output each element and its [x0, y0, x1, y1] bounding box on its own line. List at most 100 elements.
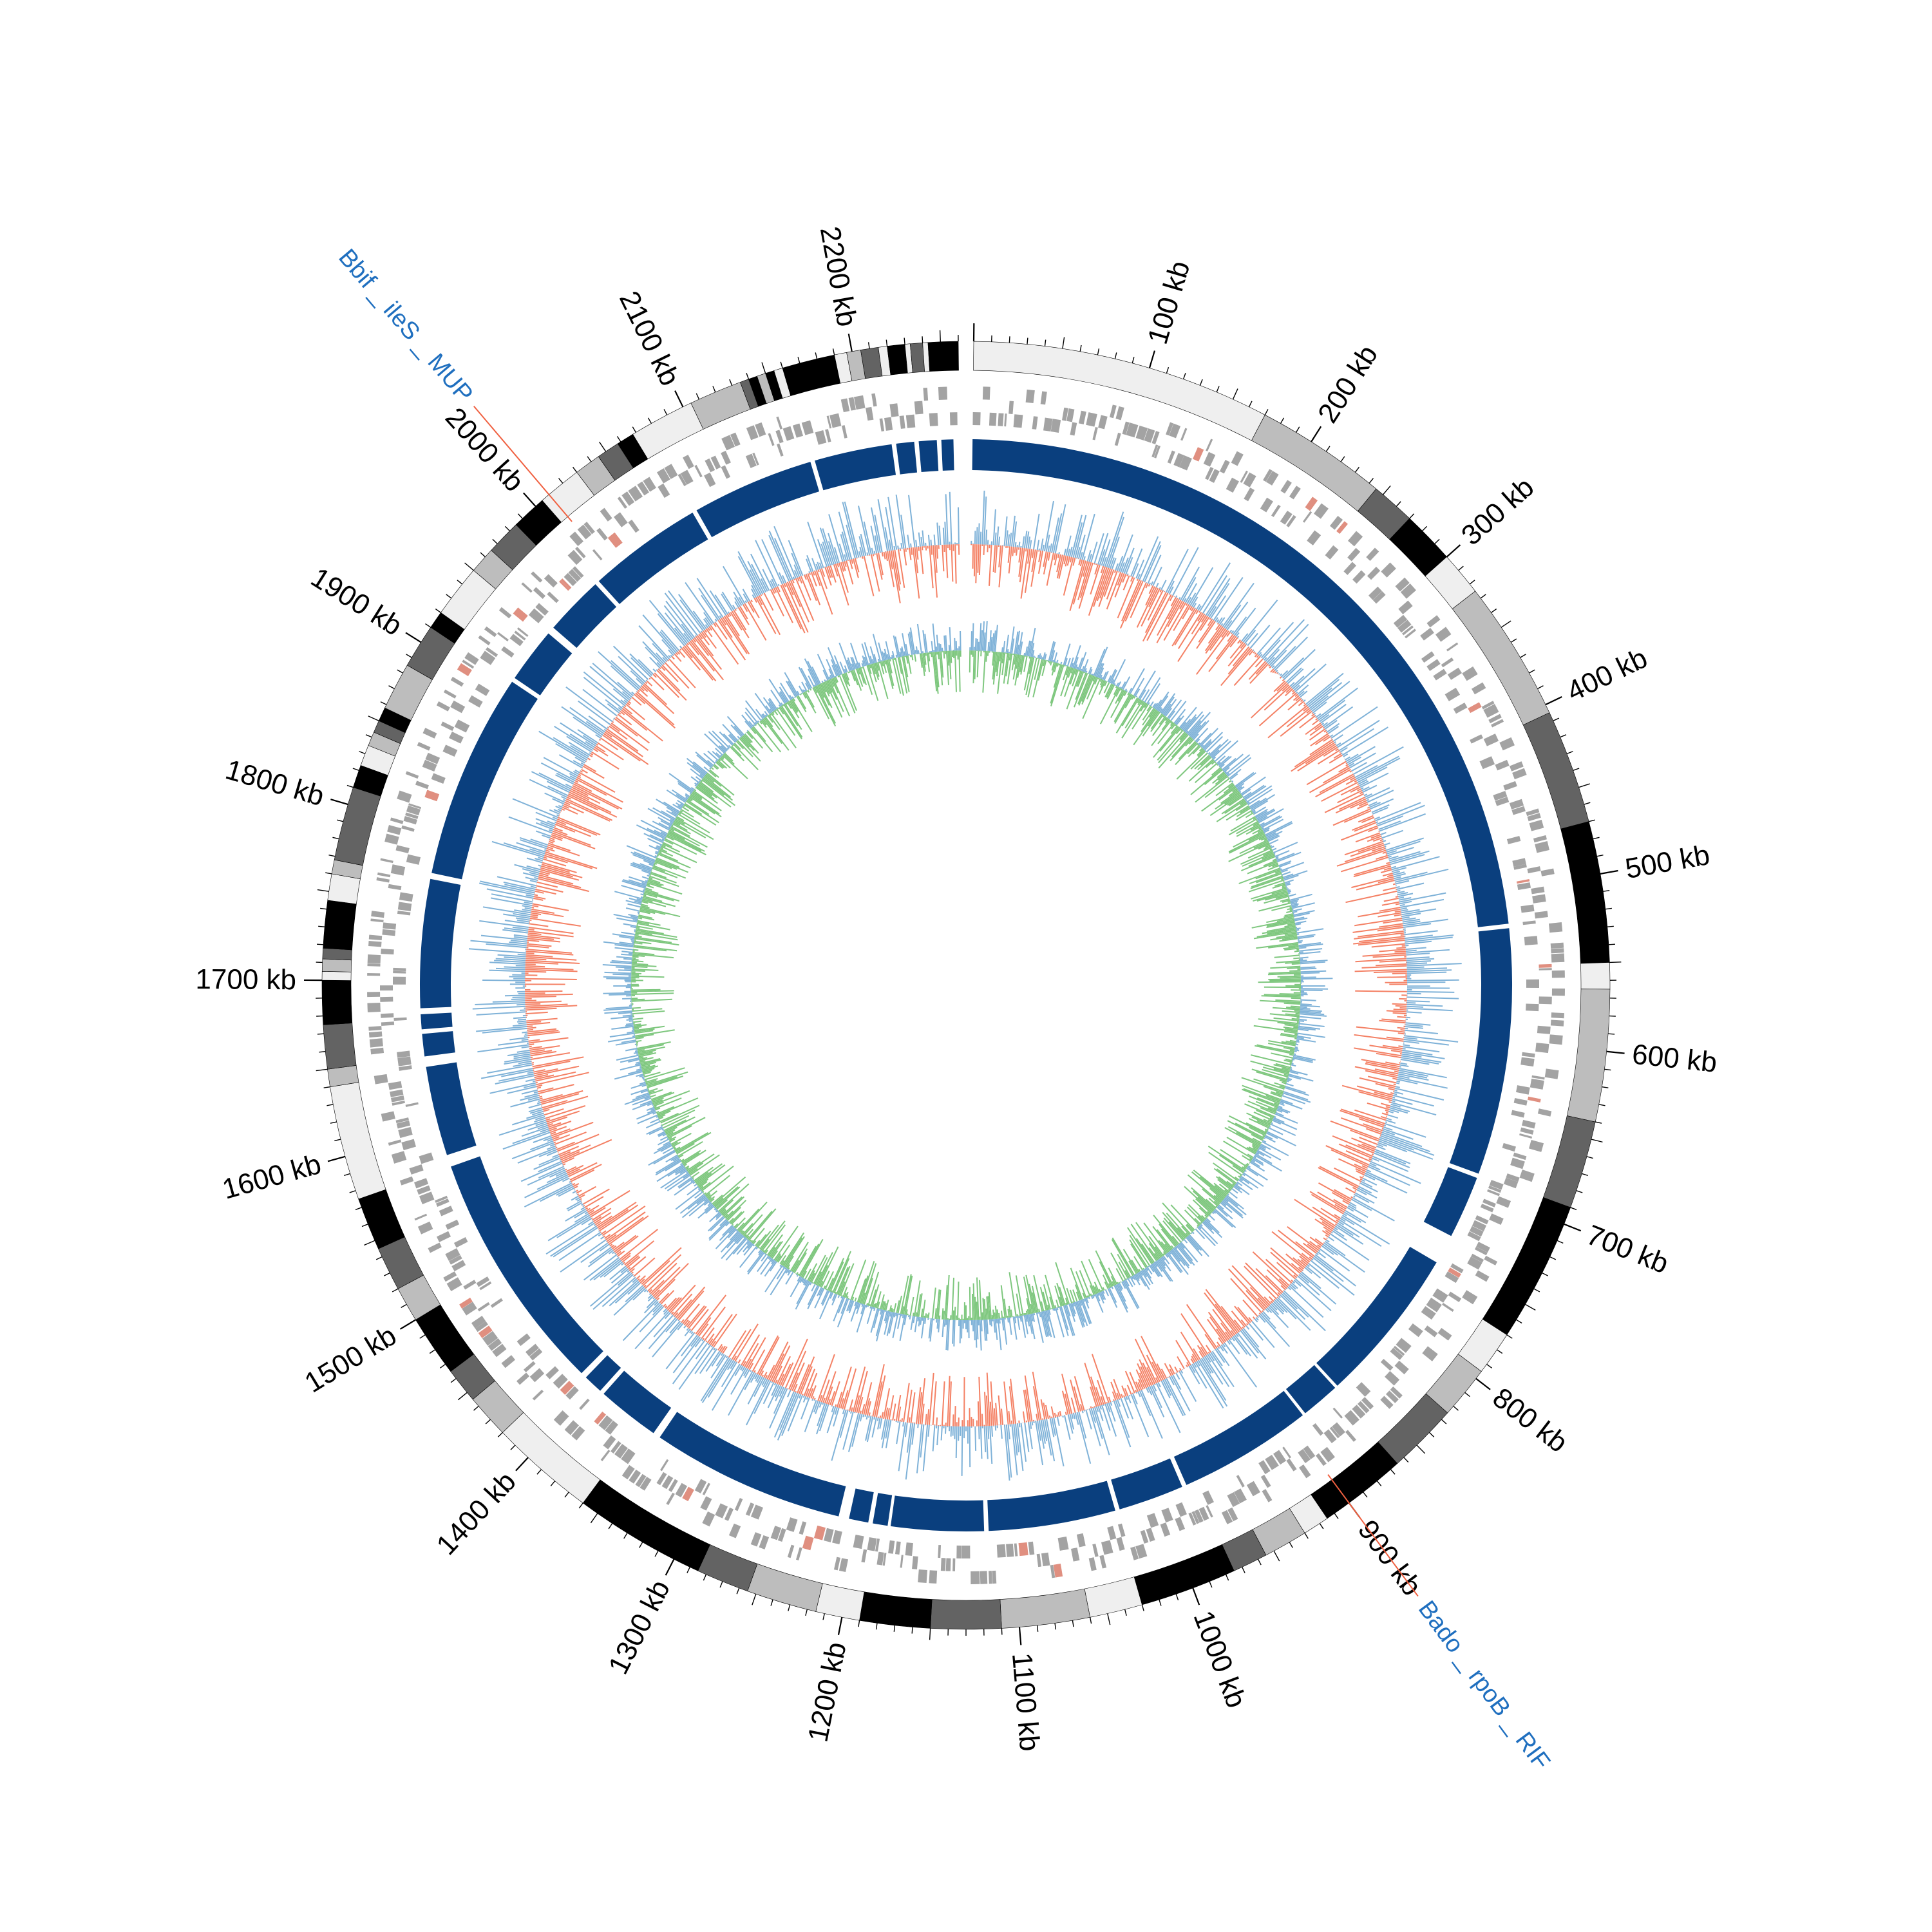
- track-bar: [665, 612, 690, 643]
- track-bar: [954, 544, 957, 584]
- track-bar: [1316, 713, 1321, 718]
- block-track: [420, 439, 1513, 1531]
- track-bar: [755, 1374, 760, 1382]
- track-bar: [1037, 551, 1044, 574]
- track-bar: [494, 960, 526, 963]
- track-bar: [1202, 575, 1227, 614]
- track-bar: [979, 623, 982, 651]
- track-bar: [638, 625, 670, 659]
- gene-feature: [1154, 445, 1161, 459]
- track-bar: [754, 1374, 759, 1379]
- minor-tick: [929, 1628, 931, 1640]
- gene-feature: [867, 1537, 877, 1551]
- track-bar: [1299, 948, 1323, 952]
- gene-feature: [1493, 791, 1508, 801]
- track-bar: [1175, 742, 1197, 765]
- track-bar: [1299, 715, 1316, 729]
- track-bar: [602, 1205, 646, 1236]
- track-bar: [540, 762, 576, 782]
- track-bar: [1400, 1062, 1408, 1065]
- track-bar: [1311, 681, 1350, 712]
- track-bar: [1121, 1385, 1127, 1397]
- track-bar: [1227, 644, 1247, 667]
- track-bar: [1016, 547, 1018, 556]
- track-bar: [1117, 690, 1125, 702]
- track-bar: [1030, 549, 1038, 587]
- track-bar: [1256, 627, 1281, 655]
- track-bar: [1269, 623, 1309, 666]
- track-bar: [1367, 1075, 1397, 1084]
- track-bar: [815, 570, 833, 615]
- track-bar: [1202, 741, 1212, 750]
- track-bar: [576, 1198, 581, 1202]
- track-bar: [1395, 896, 1399, 898]
- track-bar: [1248, 1323, 1264, 1341]
- track-bar: [525, 969, 578, 972]
- track-bar: [1284, 924, 1296, 928]
- track-bar: [683, 632, 691, 642]
- track-bar: [975, 544, 978, 583]
- track-bar: [755, 540, 779, 587]
- track-bar: [502, 1132, 551, 1150]
- track-bar: [639, 1306, 665, 1332]
- track-bar: [1076, 547, 1081, 559]
- track-bar: [773, 526, 797, 579]
- track-bar: [1204, 626, 1224, 652]
- track-bar: [577, 1193, 580, 1195]
- gene-feature: [571, 1426, 585, 1441]
- track-bar: [489, 961, 526, 965]
- track-bar: [1112, 659, 1126, 685]
- track-bar: [1277, 1297, 1311, 1331]
- track-bar: [1283, 1059, 1293, 1063]
- track-bar: [1046, 553, 1054, 586]
- track-bar: [819, 1401, 822, 1408]
- gene-feature: [1422, 1346, 1438, 1361]
- track-bar: [969, 1426, 971, 1468]
- track-bar: [1394, 951, 1406, 953]
- track-bar: [1115, 686, 1117, 688]
- track-bar: [1351, 876, 1394, 889]
- track-bar: [1272, 858, 1277, 862]
- tick-label: 1100 kb: [1006, 1651, 1046, 1752]
- track-bar: [883, 551, 886, 560]
- track-bar: [1074, 668, 1078, 675]
- track-bar: [581, 1204, 583, 1206]
- track-bar: [690, 1309, 709, 1331]
- minor-tick: [608, 1523, 613, 1530]
- track-bar: [1156, 1363, 1166, 1379]
- track-bar: [1261, 816, 1283, 828]
- gene-feature: [501, 646, 515, 658]
- track-bar: [1387, 850, 1397, 855]
- track-bar: [892, 1403, 896, 1421]
- track-bar: [504, 1059, 531, 1065]
- track-bar: [1298, 947, 1307, 949]
- track-bar: [1291, 902, 1298, 905]
- track-bar: [558, 817, 601, 836]
- track-bar: [1351, 1198, 1372, 1211]
- track-bar: [1221, 629, 1228, 638]
- gene-feature: [403, 816, 417, 825]
- track-bar: [551, 1121, 594, 1139]
- track-bar: [992, 509, 996, 545]
- track-bar: [540, 867, 573, 878]
- track-bar: [1223, 784, 1235, 794]
- track-bar: [1322, 767, 1350, 784]
- track-bar: [1246, 1112, 1271, 1125]
- track-bar: [1260, 1143, 1271, 1150]
- track-bar: [1300, 699, 1303, 703]
- track-bar: [1216, 755, 1226, 764]
- gene-feature: [1426, 1298, 1442, 1312]
- track-bar: [1268, 943, 1299, 949]
- major-tick: [1192, 1587, 1200, 1605]
- track-bar: [1236, 823, 1260, 837]
- track-bar: [1071, 663, 1074, 668]
- track-bar: [1381, 1128, 1384, 1130]
- track-bar: [1240, 1175, 1259, 1189]
- track-bar: [772, 589, 775, 594]
- track-bar: [1401, 1053, 1422, 1058]
- track-bar: [615, 1235, 639, 1254]
- track-bar: [1276, 681, 1287, 692]
- track-bar: [777, 1392, 799, 1441]
- gene-feature: [866, 406, 874, 421]
- track-bar: [1213, 1200, 1220, 1206]
